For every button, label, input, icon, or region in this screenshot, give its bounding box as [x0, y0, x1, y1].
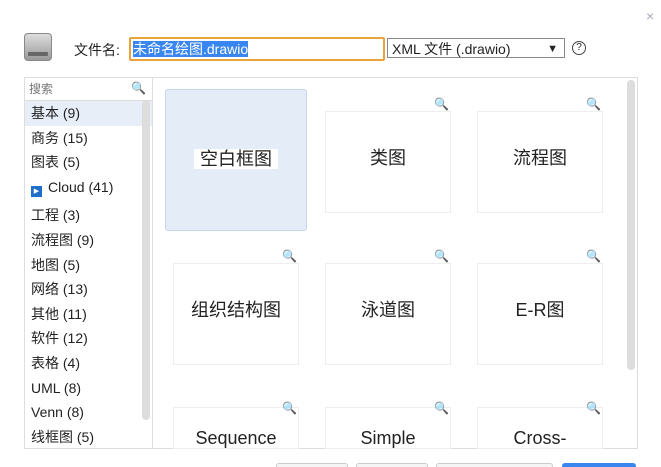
dialog-button[interactable]: [436, 463, 553, 467]
preview-zoom-icon[interactable]: 🔍: [282, 401, 297, 415]
preview-zoom-icon[interactable]: 🔍: [434, 249, 449, 263]
template-tile[interactable]: 空白框图: [165, 89, 307, 231]
sidebar-category[interactable]: 地图 (5): [25, 253, 152, 278]
category-label: 地图 (5): [31, 256, 80, 273]
template-thumbnail: [173, 407, 299, 449]
close-button[interactable]: ×: [646, 8, 655, 24]
create-button[interactable]: [562, 463, 636, 467]
category-label: 表格 (4): [31, 354, 80, 371]
template-label: 组织结构图: [185, 300, 287, 320]
drive-icon: [24, 33, 52, 61]
preview-zoom-icon[interactable]: 🔍: [434, 401, 449, 415]
category-label: 软件 (12): [31, 330, 88, 347]
sidebar-category[interactable]: 软件 (12): [25, 326, 152, 351]
template-tile[interactable]: 🔍 类图: [317, 89, 459, 231]
format-value: XML 文件 (.drawio): [392, 41, 511, 57]
category-label: Venn (8): [31, 404, 84, 421]
format-select[interactable]: XML 文件 (.drawio) ▼: [387, 38, 565, 58]
template-tile[interactable]: 🔍 E-R图: [469, 241, 611, 383]
category-label: 线框图 (5): [31, 428, 94, 445]
template-thumbnail: [477, 407, 603, 449]
template-thumbnail: [325, 111, 451, 213]
template-thumbnail: [477, 263, 603, 365]
sidebar-category[interactable]: 表格 (4): [25, 351, 152, 376]
sidebar-category[interactable]: 商务 (15): [25, 126, 152, 151]
template-thumbnail: [173, 263, 299, 365]
template-label: 空白框图: [194, 149, 278, 169]
template-label: Sequence: [189, 428, 283, 448]
category-label: 基本 (9): [31, 105, 80, 121]
category-label: Cloud (41): [48, 178, 114, 195]
dialog-button[interactable]: [276, 463, 348, 467]
category-label: 商务 (15): [31, 129, 88, 146]
sidebar-category[interactable]: 基本 (9): [25, 101, 152, 126]
template-tile[interactable]: 🔍 流程图: [469, 89, 611, 231]
template-label: 泳道图: [355, 300, 421, 320]
template-grid: 空白框图 🔍 类图 🔍 流程图 🔍 组织结构图 🔍 泳道图 🔍 E-R图 🔍 Sequence 🔍 Simp…: [153, 77, 638, 449]
search-icon[interactable]: 🔍: [131, 81, 146, 95]
filename-label: 文件名:: [74, 42, 120, 58]
sidebar-category[interactable]: 图表 (5): [25, 150, 152, 175]
category-label: 图表 (5): [31, 154, 80, 171]
template-tile[interactable]: 🔍 泳道图: [317, 241, 459, 383]
sidebar-category[interactable]: Venn (8): [25, 400, 152, 425]
dialog-button[interactable]: [356, 463, 428, 467]
template-thumbnail: [325, 407, 451, 449]
search-input[interactable]: [25, 78, 131, 100]
preview-zoom-icon[interactable]: 🔍: [586, 249, 601, 263]
category-sidebar: 🔍 基本 (9) 商务 (15) 图表 (5) ▶ Cloud (41) 工程 (3) 流程…: [24, 77, 153, 449]
template-tile[interactable]: 🔍 Simple: [317, 393, 459, 449]
template-thumbnail: [477, 111, 603, 213]
filename-value: 未命名绘图.drawio: [133, 41, 249, 57]
preview-zoom-icon[interactable]: 🔍: [282, 249, 297, 263]
sidebar-category[interactable]: UML (8): [25, 376, 152, 401]
sidebar-scrollbar[interactable]: [142, 100, 150, 420]
sidebar-category[interactable]: 工程 (3): [25, 203, 152, 228]
cloud-expand-icon: ▶: [31, 185, 42, 197]
filename-input[interactable]: 未命名绘图.drawio: [129, 37, 385, 61]
template-label: Cross-: [507, 428, 573, 448]
template-tile[interactable]: 🔍 组织结构图: [165, 241, 307, 383]
category-label: 其他 (11): [31, 305, 87, 322]
preview-zoom-icon[interactable]: 🔍: [586, 97, 601, 111]
sidebar-category[interactable]: 网络 (13): [25, 277, 152, 302]
chevron-down-icon: ▼: [547, 43, 558, 55]
sidebar-category[interactable]: 线框图 (5): [25, 425, 152, 450]
help-icon[interactable]: ?: [572, 41, 586, 55]
sidebar-category[interactable]: 其他 (11): [25, 302, 152, 327]
preview-zoom-icon[interactable]: 🔍: [434, 97, 449, 111]
category-label: 工程 (3): [31, 207, 80, 224]
category-label: 网络 (13): [31, 281, 88, 298]
sidebar-category[interactable]: 流程图 (9): [25, 228, 152, 253]
category-label: UML (8): [31, 379, 82, 396]
category-label: 流程图 (9): [31, 231, 94, 248]
template-thumbnail: [325, 263, 451, 365]
sidebar-category[interactable]: ▶ Cloud (41): [25, 175, 152, 200]
template-label: E-R图: [509, 300, 571, 320]
search-box: 🔍: [25, 78, 152, 101]
preview-zoom-icon[interactable]: 🔍: [586, 401, 601, 415]
template-tile[interactable]: 🔍 Cross-: [469, 393, 611, 449]
template-label: Simple: [354, 428, 422, 448]
template-scrollbar[interactable]: [627, 80, 635, 370]
template-tile[interactable]: 🔍 Sequence: [165, 393, 307, 449]
template-label: 流程图: [507, 148, 573, 168]
template-label: 类图: [364, 148, 412, 168]
